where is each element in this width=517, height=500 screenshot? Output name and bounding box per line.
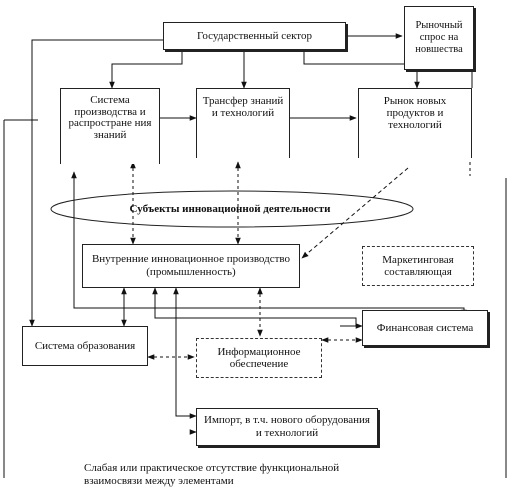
- production-system-box: Система производства и распростране ния …: [60, 88, 160, 164]
- transfer-box: Трансфер знаний и технологий: [196, 88, 290, 158]
- info-support-box: Информационное обеспечение: [196, 338, 322, 378]
- finance-box: Финансовая система: [362, 310, 488, 346]
- internal-innovation-box: Внутренние инновационное производство (п…: [82, 244, 300, 288]
- marketing-box: Маркетинговая составляющая: [362, 246, 474, 286]
- edge-gov-left-frame: [29, 39, 163, 327]
- education-box: Система образования: [22, 326, 148, 366]
- edge-gov-to-production: [109, 50, 183, 89]
- gov-sector-box: Государственный сектор: [163, 22, 346, 50]
- subjects-label: Субъекты инновационной деятельности: [129, 203, 331, 215]
- edge-gov-to-market: [303, 50, 420, 89]
- edge-internal-to-finance: [152, 287, 357, 326]
- import-box: Импорт, в т.ч. нового оборудования и тех…: [196, 408, 378, 446]
- market-new-products-box: Рынок новых продуктов и технологий: [358, 88, 472, 158]
- market-demand-box: Рыночный спрос на новшества: [404, 6, 474, 70]
- legend-text: Слабая или практическое отсутствие функц…: [84, 462, 340, 487]
- edge-internal-to-import: [173, 287, 197, 419]
